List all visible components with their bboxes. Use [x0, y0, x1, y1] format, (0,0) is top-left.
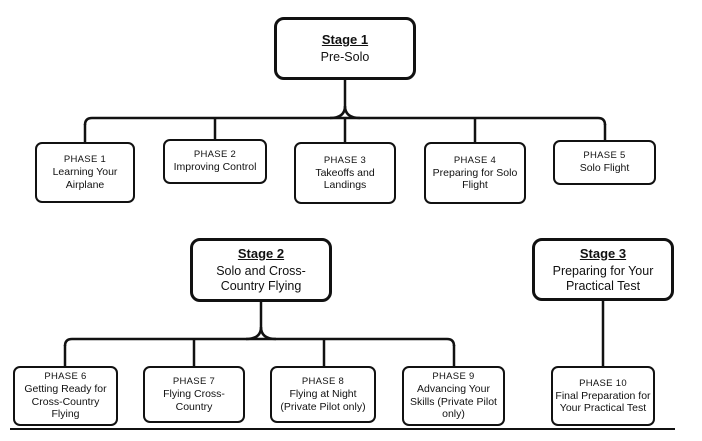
bottom-rule [10, 428, 675, 430]
phase-6-name: Getting Ready for Cross-Country Flying [24, 383, 107, 421]
phase-7-title: PHASE 7 [172, 376, 216, 387]
stage-1-name: Pre-Solo [320, 50, 370, 64]
connector-stage1-junction [329, 105, 361, 120]
phase-9-box: PHASE 9 Advancing Your Skills (Private P… [402, 366, 505, 426]
stage-3-title: Stage 3 [579, 245, 627, 261]
phase-6-box: PHASE 6 Getting Ready for Cross-Country … [13, 366, 118, 426]
phase-2-box: PHASE 2 Improving Control [163, 139, 267, 184]
phase-1-title: PHASE 1 [63, 154, 107, 165]
phase-2-name: Improving Control [173, 161, 257, 174]
phase-4-name: Preparing for Solo Flight [432, 166, 518, 192]
phase-1-name: Learning Your Airplane [52, 166, 118, 191]
phase-3-title: PHASE 3 [323, 154, 367, 166]
phase-5-title: PHASE 5 [583, 150, 626, 162]
stage-3-box: Stage 3 Preparing for Your Practical Tes… [532, 238, 674, 301]
stage-1-box: Stage 1 Pre-Solo [274, 17, 416, 80]
stage-2-name: Solo and Cross-Country Flying [216, 264, 306, 293]
phase-8-title: PHASE 8 [301, 376, 345, 387]
phase-4-box: PHASE 4 Preparing for Solo Flight [424, 142, 526, 204]
stage-1-title: Stage 1 [321, 32, 369, 47]
phase-9-name: Advancing Your Skills (Private Pilot onl… [410, 383, 497, 421]
stage-2-title: Stage 2 [237, 246, 285, 261]
stage-2-box: Stage 2 Solo and Cross-Country Flying [190, 238, 332, 302]
phase-2-title: PHASE 2 [193, 149, 237, 161]
phase-10-name: Final Preparation for Your Practical Tes… [555, 389, 651, 415]
phase-6-title: PHASE 6 [44, 371, 87, 383]
phase-10-title: PHASE 10 [579, 377, 627, 389]
phase-1-box: PHASE 1 Learning Your Airplane [35, 142, 135, 203]
phase-5-name: Solo Flight [579, 162, 630, 175]
phase-7-name: Flying Cross-Country [163, 388, 225, 413]
phase-3-box: PHASE 3 Takeoffs and Landings [294, 142, 396, 204]
phase-8-name: Flying at Night (Private Pilot only) [280, 388, 366, 413]
phase-8-box: PHASE 8 Flying at Night (Private Pilot o… [270, 366, 376, 423]
connector-stage2-junction [245, 326, 277, 341]
phase-5-box: PHASE 5 Solo Flight [553, 140, 656, 185]
stage-3-name: Preparing for Your Practical Test [552, 263, 654, 293]
phase-7-box: PHASE 7 Flying Cross-Country [143, 366, 245, 423]
phase-4-title: PHASE 4 [453, 154, 497, 166]
phase-9-title: PHASE 9 [432, 371, 475, 383]
phase-10-box: PHASE 10 Final Preparation for Your Prac… [551, 366, 655, 426]
phase-3-name: Takeoffs and Landings [315, 166, 375, 192]
connector-stage2-bus [63, 337, 456, 347]
